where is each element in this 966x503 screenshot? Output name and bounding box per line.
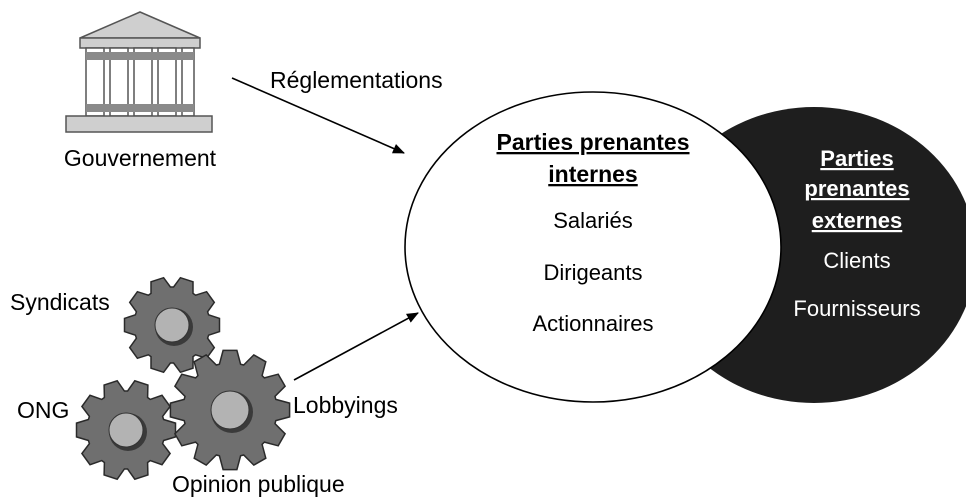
ong-label: ONG [17,397,69,423]
external-title-line1: Parties [820,146,893,171]
external-item-fournisseurs: Fournisseurs [793,296,920,321]
gear-opinion-hub [210,390,250,430]
internal-title-line1: Parties prenantes [496,129,689,155]
regulation-label: Réglementations [270,67,443,93]
regulation-arrow [231,77,405,154]
internal-title-line2: internes [548,161,637,187]
internal-item-salaries: Salariés [553,208,632,233]
external-title-line2: prenantes [804,176,909,201]
internal-stakeholders-ellipse [404,91,782,403]
gear-ong-icon [75,379,177,481]
gears-group [75,276,291,481]
external-item-clients: Clients [823,248,890,273]
lobbying-label: Lobbyings [293,392,398,418]
gear-ong-hub [108,412,144,448]
gear-opinion-icon [169,349,291,471]
government-label: Gouvernement [64,145,217,171]
external-title-line3: externes [812,208,903,233]
opinion-publique-label: Opinion publique [172,471,345,497]
internal-item-dirigeants: Dirigeants [543,260,642,285]
syndicats-label: Syndicats [10,289,110,315]
gear-syndicats-hub [154,307,190,343]
lobbying-arrow [293,312,419,381]
internal-item-actionnaires: Actionnaires [532,311,653,336]
government-building-icon [65,11,213,133]
gear-syndicats-icon [123,276,221,374]
